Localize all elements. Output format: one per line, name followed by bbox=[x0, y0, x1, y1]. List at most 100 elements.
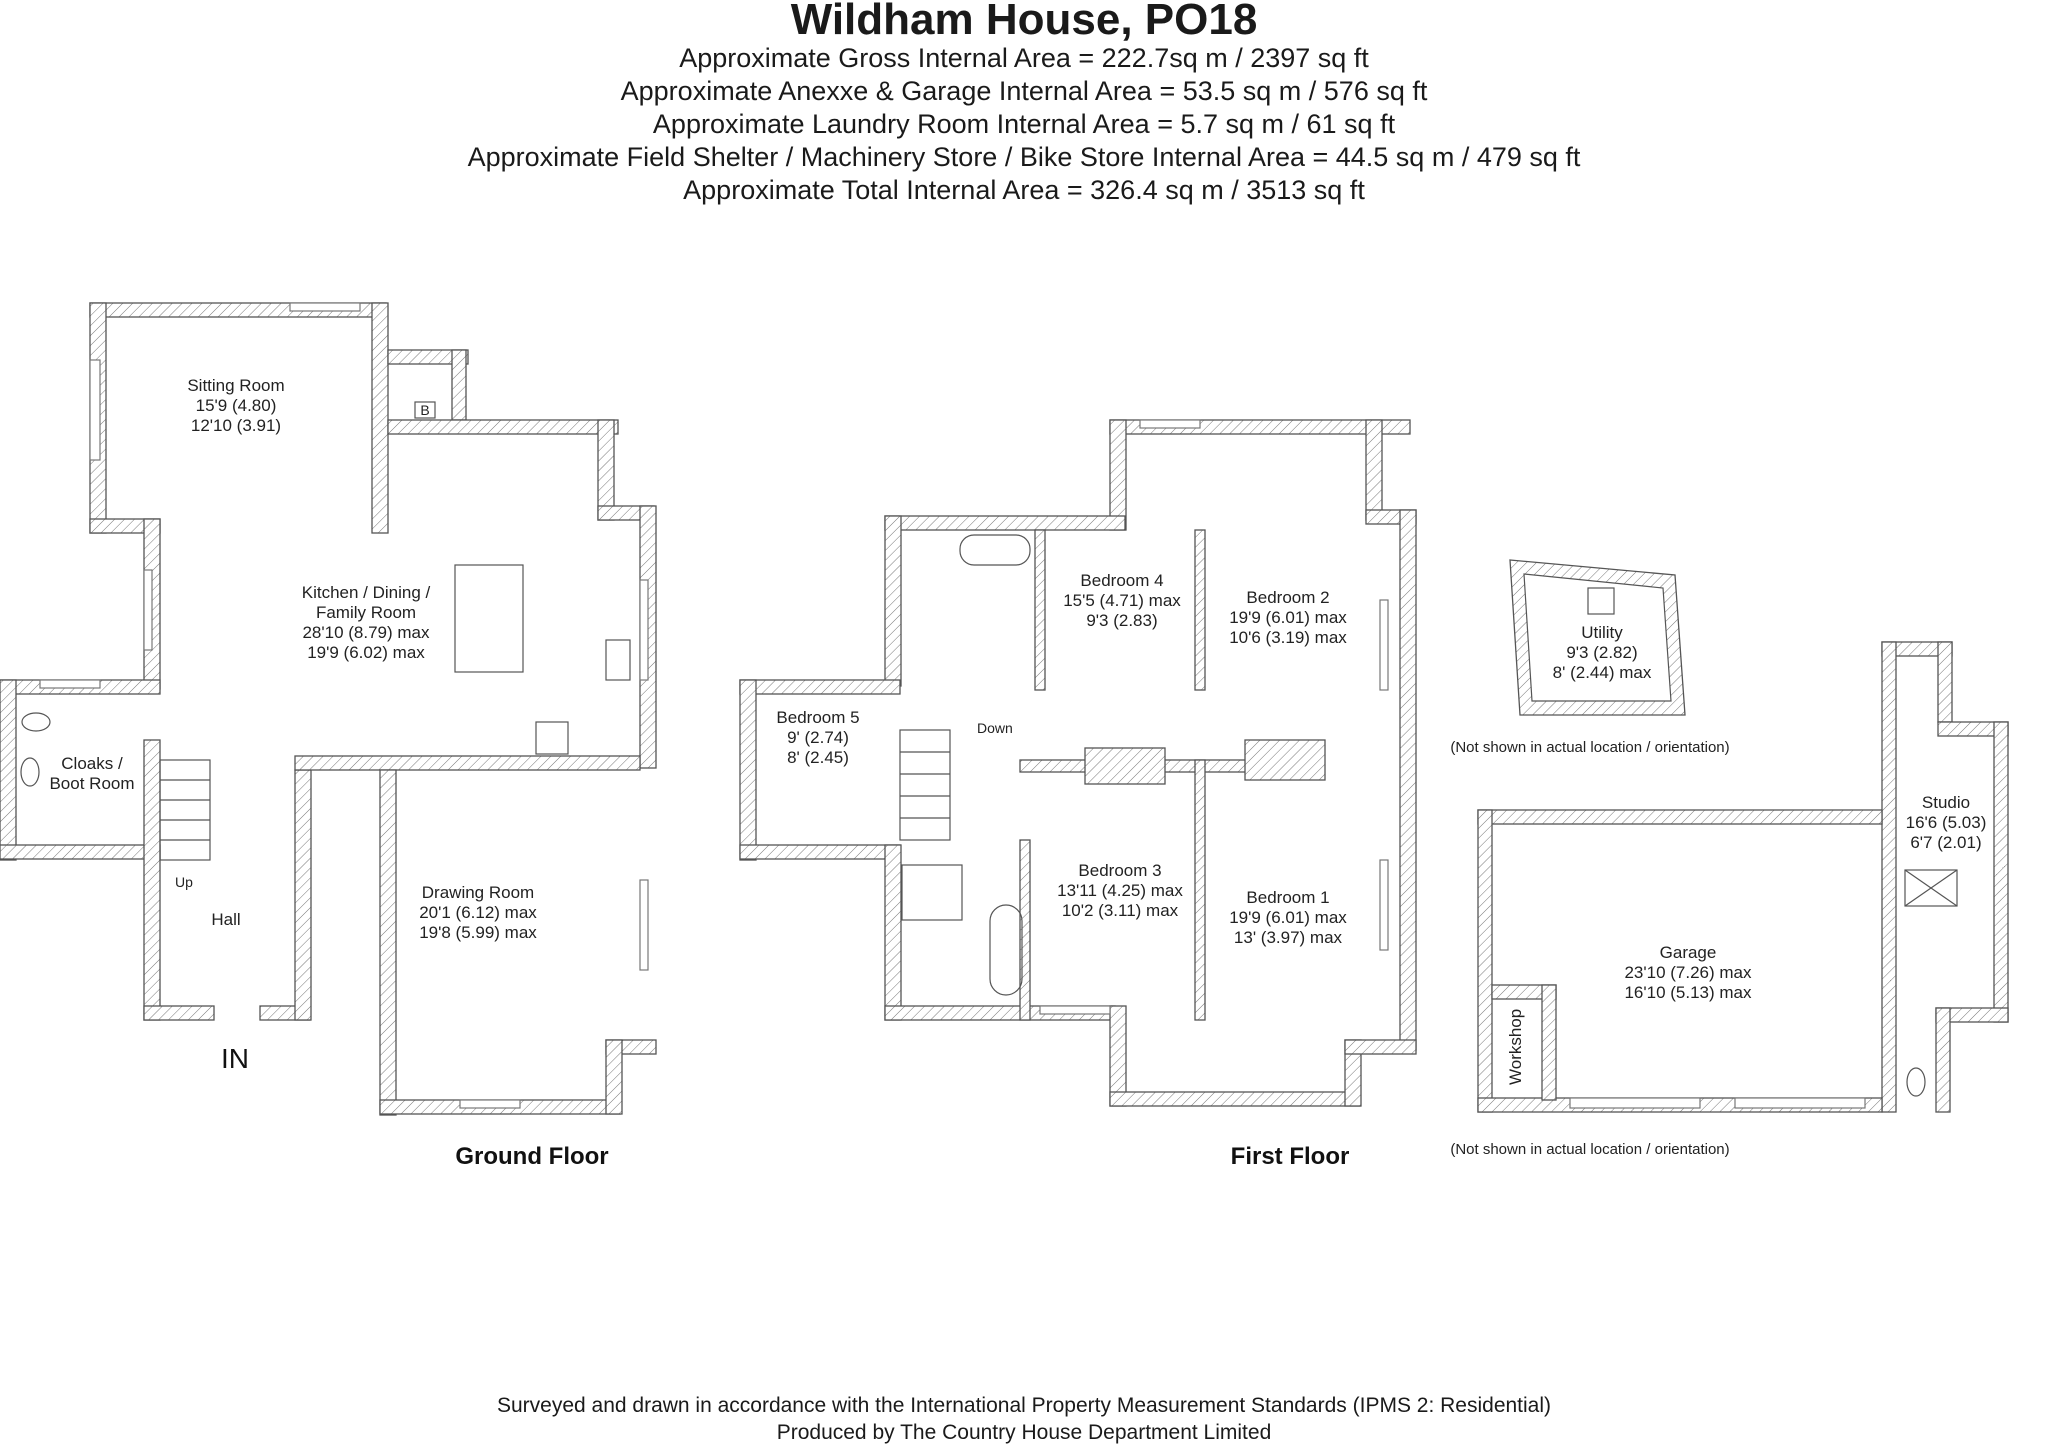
first-floor-plan: Down Bedroom 4 15'5 (4.71) max 9'3 (2.83… bbox=[739, 419, 1417, 1170]
wall bbox=[1937, 641, 1953, 723]
svg-text:10'6 (3.19) max: 10'6 (3.19) max bbox=[1229, 628, 1347, 647]
ground-floor-plan: B Up bbox=[0, 302, 657, 1170]
svg-text:12'10 (3.91): 12'10 (3.91) bbox=[191, 416, 281, 435]
outbuildings-plan: Utility 9'3 (2.82) 8' (2.44) max (Not sh… bbox=[1450, 559, 2009, 1158]
wall bbox=[1477, 809, 1493, 1113]
wall bbox=[1881, 641, 1897, 1113]
label-workshop: Workshop bbox=[1506, 1009, 1525, 1085]
bath bbox=[959, 534, 1031, 566]
window bbox=[639, 879, 649, 971]
svg-text:Family Room: Family Room bbox=[316, 603, 416, 622]
wall bbox=[0, 679, 17, 861]
svg-text:Sitting Room: Sitting Room bbox=[187, 376, 284, 395]
bath bbox=[989, 904, 1023, 996]
utility-interior bbox=[1523, 573, 1672, 702]
area-summary: Approximate Gross Internal Area = 222.7s… bbox=[0, 42, 2048, 207]
svg-text:13' (3.97) max: 13' (3.97) max bbox=[1234, 928, 1343, 947]
wall bbox=[1993, 721, 2009, 1023]
label-bedroom-4: Bedroom 4 15'5 (4.71) max 9'3 (2.83) bbox=[1063, 571, 1181, 630]
wall bbox=[1477, 809, 1883, 825]
wall bbox=[1109, 1005, 1127, 1107]
boiler-label: B bbox=[420, 402, 429, 418]
utility-sink bbox=[1587, 587, 1615, 615]
svg-text:Kitchen / Dining /: Kitchen / Dining / bbox=[302, 583, 431, 602]
area-gross: Approximate Gross Internal Area = 222.7s… bbox=[679, 43, 1369, 73]
first-floor-label: First Floor bbox=[1231, 1143, 1350, 1170]
label-utility: Utility 9'3 (2.82) 8' (2.44) max bbox=[1553, 623, 1652, 682]
window bbox=[1039, 1005, 1111, 1015]
area-annexe-garage: Approximate Anexxe & Garage Internal Are… bbox=[620, 76, 1428, 106]
label-cloaks: Cloaks / Boot Room bbox=[49, 754, 134, 793]
utility-note: (Not shown in actual location / orientat… bbox=[1450, 739, 1729, 756]
wall bbox=[597, 419, 615, 521]
svg-text:Bedroom 5: Bedroom 5 bbox=[776, 708, 859, 727]
wall bbox=[294, 755, 641, 771]
wall bbox=[1344, 1039, 1417, 1055]
wall bbox=[1244, 739, 1326, 781]
wall bbox=[884, 844, 902, 1021]
svg-text:Bedroom 3: Bedroom 3 bbox=[1078, 861, 1161, 880]
svg-text:Utility: Utility bbox=[1581, 623, 1623, 642]
svg-text:15'5 (4.71) max: 15'5 (4.71) max bbox=[1063, 591, 1181, 610]
studio-skylight bbox=[1904, 869, 1958, 907]
wall bbox=[371, 302, 389, 534]
svg-text:Cloaks /: Cloaks / bbox=[61, 754, 123, 773]
wall bbox=[1365, 419, 1383, 521]
wall bbox=[1399, 509, 1417, 1051]
footer-producer: Produced by The Country House Department… bbox=[776, 1421, 1272, 1444]
garage-door bbox=[1569, 1097, 1701, 1109]
stairs-up bbox=[159, 759, 211, 861]
label-kitchen: Kitchen / Dining / Family Room 28'10 (8.… bbox=[302, 583, 431, 662]
boiler-box bbox=[414, 401, 436, 419]
wall bbox=[884, 515, 1126, 531]
svg-text:Studio: Studio bbox=[1922, 793, 1970, 812]
window bbox=[143, 569, 153, 651]
wall bbox=[739, 679, 757, 861]
svg-text:Garage: Garage bbox=[1660, 943, 1717, 962]
svg-text:6'7 (2.01): 6'7 (2.01) bbox=[1910, 833, 1981, 852]
wall bbox=[1935, 1007, 1951, 1113]
label-bedroom-2: Bedroom 2 19'9 (6.01) max 10'6 (3.19) ma… bbox=[1229, 588, 1347, 647]
kitchen-island bbox=[454, 564, 524, 673]
svg-text:Drawing Room: Drawing Room bbox=[422, 883, 534, 902]
wall bbox=[387, 419, 619, 435]
wall bbox=[143, 739, 161, 1021]
window bbox=[39, 679, 101, 689]
svg-text:Bedroom 2: Bedroom 2 bbox=[1246, 588, 1329, 607]
label-drawing-room: Drawing Room 20'1 (6.12) max 19'8 (5.99)… bbox=[419, 883, 537, 942]
garage-note: (Not shown in actual location / orientat… bbox=[1450, 1141, 1729, 1158]
wall bbox=[884, 515, 902, 687]
stairs-down bbox=[899, 729, 951, 841]
wall bbox=[1019, 839, 1031, 1021]
svg-text:16'6 (5.03): 16'6 (5.03) bbox=[1906, 813, 1987, 832]
wall bbox=[1541, 984, 1557, 1101]
wall bbox=[1194, 759, 1206, 1021]
svg-text:20'1 (6.12) max: 20'1 (6.12) max bbox=[419, 903, 537, 922]
wall bbox=[739, 844, 901, 860]
wall bbox=[1084, 747, 1166, 785]
label-bedroom-5: Bedroom 5 9' (2.74) 8' (2.45) bbox=[776, 708, 859, 767]
footer: Surveyed and drawn in accordance with th… bbox=[0, 1392, 2048, 1446]
wall bbox=[1034, 529, 1046, 691]
svg-text:8' (2.44) max: 8' (2.44) max bbox=[1553, 663, 1652, 682]
wall bbox=[379, 769, 397, 1116]
area-total: Approximate Total Internal Area = 326.4 … bbox=[683, 175, 1365, 205]
hob bbox=[535, 721, 569, 755]
studio-toilet bbox=[1906, 1067, 1926, 1097]
wall bbox=[451, 349, 467, 421]
stairs-down-label: Down bbox=[977, 720, 1013, 736]
svg-text:Boot Room: Boot Room bbox=[49, 774, 134, 793]
wall bbox=[1194, 529, 1206, 691]
wall bbox=[1109, 419, 1127, 531]
garage-door bbox=[1734, 1097, 1866, 1109]
wall bbox=[1109, 1091, 1361, 1107]
wall bbox=[739, 679, 901, 695]
window bbox=[1379, 859, 1389, 951]
window bbox=[459, 1099, 521, 1109]
window bbox=[1139, 419, 1201, 429]
svg-text:19'9 (6.01) max: 19'9 (6.01) max bbox=[1229, 908, 1347, 927]
wall bbox=[143, 1005, 215, 1021]
svg-text:Bedroom 4: Bedroom 4 bbox=[1080, 571, 1163, 590]
plan-title: Wildham House, PO18 bbox=[790, 0, 1258, 44]
shower bbox=[901, 864, 963, 921]
